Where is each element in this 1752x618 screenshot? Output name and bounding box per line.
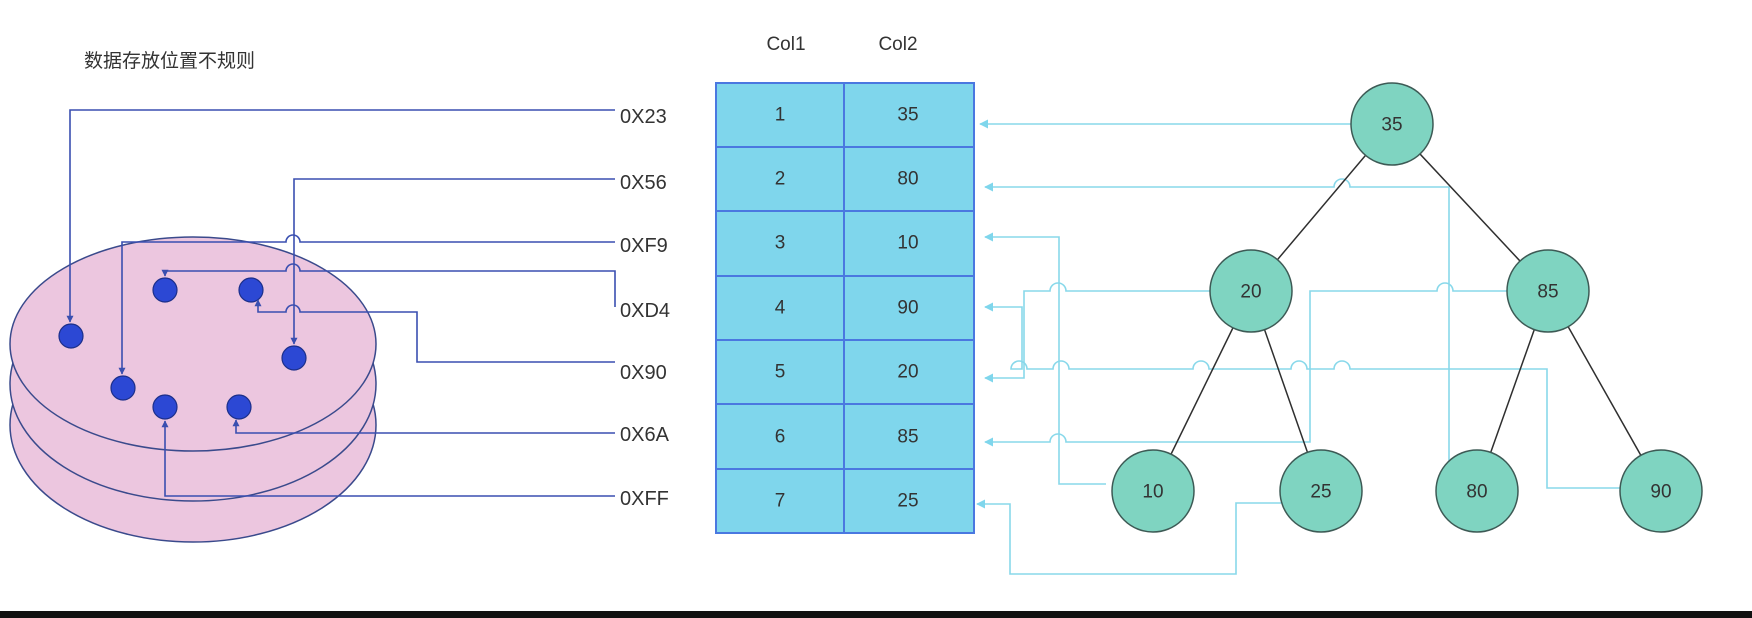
connector-0x23 bbox=[66, 109, 615, 323]
tree-node bbox=[1279, 449, 1363, 533]
link-node-90 bbox=[984, 302, 1624, 489]
disk-stack bbox=[9, 236, 377, 543]
address-label: 0X56 bbox=[620, 172, 667, 194]
address-label: 0X23 bbox=[620, 106, 667, 128]
link-node-80 bbox=[984, 178, 1450, 488]
table-cell-col1: 2 bbox=[775, 169, 786, 190]
address-connectors bbox=[66, 109, 616, 497]
tree-node bbox=[1506, 249, 1590, 333]
data-dot bbox=[152, 394, 178, 420]
tree-node bbox=[1350, 82, 1434, 166]
data-dot bbox=[238, 277, 264, 303]
address-labels: 0X23 0X56 0XF9 0XD4 0X90 0X6A 0XFF bbox=[620, 106, 670, 510]
tree-node bbox=[1619, 449, 1703, 533]
data-dot bbox=[110, 375, 136, 401]
table-cell-col1: 4 bbox=[775, 298, 786, 319]
address-label: 0XF9 bbox=[620, 235, 668, 257]
connector-0xd4 bbox=[161, 263, 616, 307]
tree-node bbox=[1435, 449, 1519, 533]
table-header-col2: Col2 bbox=[878, 34, 917, 55]
data-dot bbox=[58, 323, 84, 349]
data-dot bbox=[152, 277, 178, 303]
connector-0x5f9 bbox=[118, 234, 615, 375]
tree-node bbox=[1209, 249, 1293, 333]
tree-node-label: 10 bbox=[1142, 482, 1163, 503]
address-label: 0X6A bbox=[620, 424, 670, 446]
address-label: 0X90 bbox=[620, 362, 667, 384]
table-cell-col2: 85 bbox=[897, 427, 918, 448]
table-cell-col2: 10 bbox=[897, 233, 918, 254]
link-node-10 bbox=[984, 232, 1106, 485]
connector-0xff bbox=[161, 420, 615, 497]
connector-0x90 bbox=[254, 299, 615, 363]
bottom-bar bbox=[0, 611, 1752, 618]
link-node-25 bbox=[976, 499, 1281, 575]
tree-node-label: 80 bbox=[1466, 482, 1487, 503]
table-cell-col1: 6 bbox=[775, 427, 786, 448]
data-dot bbox=[281, 345, 307, 371]
table-cell-col2: 90 bbox=[897, 298, 918, 319]
table-cell-col1: 1 bbox=[775, 105, 786, 126]
link-node-20 bbox=[984, 282, 1211, 383]
tree-node-label: 35 bbox=[1381, 115, 1402, 136]
table-cell-col2: 80 bbox=[897, 169, 918, 190]
tree-node bbox=[1111, 449, 1195, 533]
tree-nodes: 35 20 85 10 25 80 90 bbox=[1111, 82, 1703, 533]
data-dots bbox=[58, 277, 307, 420]
address-label: 0XD4 bbox=[620, 300, 670, 322]
connector-0x6a bbox=[232, 419, 615, 434]
table-cell-col2: 25 bbox=[897, 491, 918, 512]
table-header-col1: Col1 bbox=[766, 34, 805, 55]
tree-node-label: 20 bbox=[1240, 282, 1261, 303]
tree-node-label: 85 bbox=[1537, 282, 1558, 303]
link-node-85 bbox=[984, 282, 1509, 447]
tree-node-label: 90 bbox=[1650, 482, 1671, 503]
data-dot bbox=[226, 394, 252, 420]
table-cell-col2: 35 bbox=[897, 105, 918, 126]
table-cell-col1: 7 bbox=[775, 491, 786, 512]
table-cell-col1: 5 bbox=[775, 362, 786, 383]
table-cell-col1: 3 bbox=[775, 233, 786, 254]
caption-label: 数据存放位置不规则 bbox=[84, 50, 255, 72]
tree-node-label: 25 bbox=[1310, 482, 1331, 503]
address-label: 0XFF bbox=[620, 488, 669, 510]
connector-0x56 bbox=[290, 178, 615, 345]
data-table: Col1 Col2 1 35 2 80 3 10 4 90 5 20 6 85 … bbox=[715, 34, 975, 534]
tree-to-table-links bbox=[976, 119, 1624, 575]
disk-platter-top bbox=[9, 236, 377, 452]
table-cell-col2: 20 bbox=[897, 362, 918, 383]
